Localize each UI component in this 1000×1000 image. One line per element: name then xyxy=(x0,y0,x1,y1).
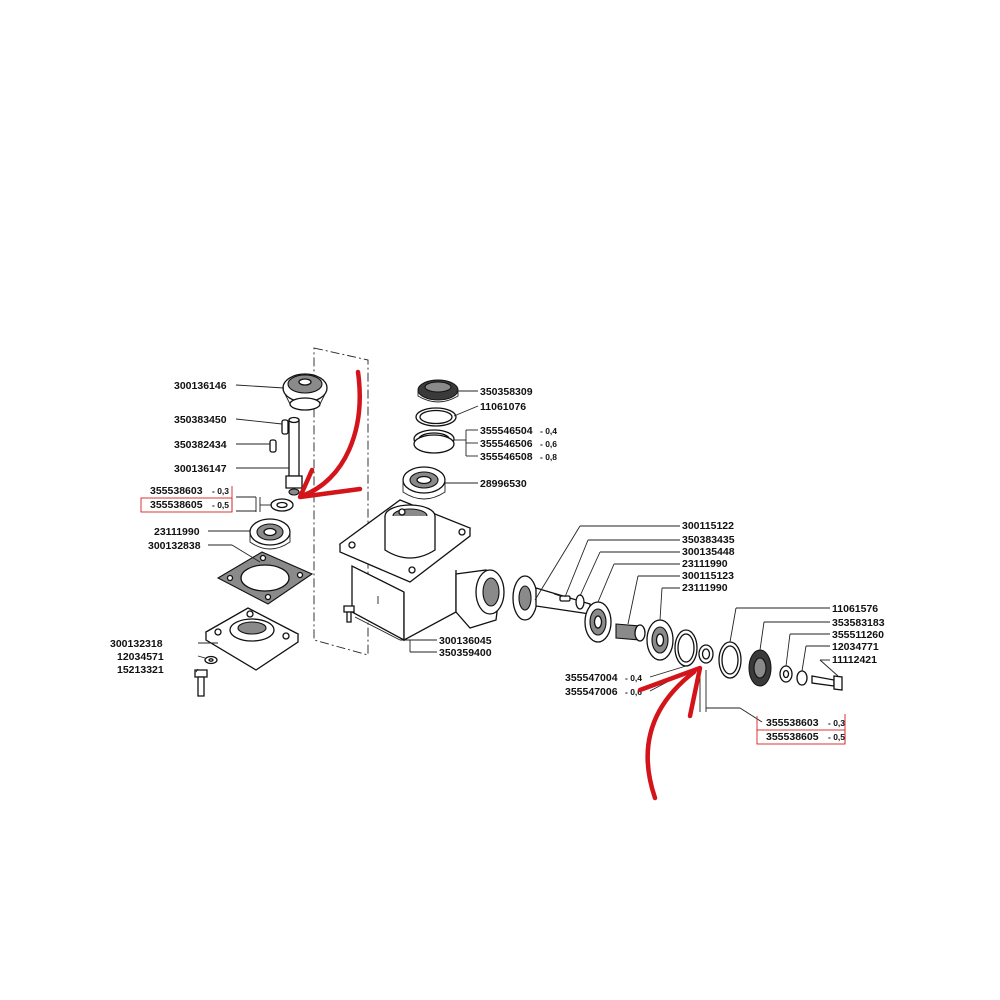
label-300136045: 300136045 xyxy=(439,635,492,647)
bolt-part-right xyxy=(811,675,843,691)
highlight-box-right-edge xyxy=(756,714,846,744)
annotation-arrow-left xyxy=(297,369,363,500)
cover-plate-part xyxy=(204,607,300,671)
label-355546504-suffix: - 0,4 xyxy=(540,426,557,436)
leader-lines xyxy=(195,384,839,723)
label-355538603-right: 355538603 xyxy=(766,717,819,729)
label-355538605-right: 355538605 xyxy=(766,731,819,743)
spacer-part-right xyxy=(575,594,585,610)
bearing-part-left xyxy=(249,518,291,550)
shim-washer-right xyxy=(698,644,714,712)
label-11061576: 11061576 xyxy=(832,603,878,615)
label-355547006-suffix: - 0,6 xyxy=(625,687,642,697)
seal-cap-part xyxy=(417,379,459,403)
label-355546504: 355546504 xyxy=(480,425,533,437)
label-300136146: 300136146 xyxy=(174,380,227,392)
bevel-gear-part xyxy=(282,373,328,411)
label-12034571: 12034571 xyxy=(117,651,164,663)
label-300135448: 300135448 xyxy=(682,546,735,558)
label-23111990-left: 23111990 xyxy=(154,526,200,538)
label-353583183: 353583183 xyxy=(832,617,885,629)
label-355538605-left-suffix: - 0,5 xyxy=(212,500,229,510)
castle-nut-part xyxy=(748,649,772,687)
label-355547004: 355547004 xyxy=(565,672,618,684)
label-350358309: 350358309 xyxy=(480,386,533,398)
snap-ring-upper xyxy=(415,407,457,427)
part-labels: 300136146 350383450 350382434 300136147 … xyxy=(110,380,885,743)
spacer-sleeve-part xyxy=(615,623,646,642)
washer-part-right xyxy=(779,665,793,683)
label-300132318: 300132318 xyxy=(110,638,163,650)
label-300115123: 300115123 xyxy=(682,570,734,582)
label-355538603-right-suffix: - 0,3 xyxy=(828,718,845,728)
pinion-shaft-part xyxy=(285,416,303,496)
label-23111990-right-1: 23111990 xyxy=(682,558,728,570)
label-300132838: 300132838 xyxy=(148,540,201,552)
annotation-arrow-right xyxy=(637,665,703,801)
highlight-boxes xyxy=(140,486,846,745)
label-355546508-suffix: - 0,8 xyxy=(540,452,557,462)
label-350382434: 350382434 xyxy=(174,439,227,451)
washer-part-left xyxy=(204,655,218,665)
gasket-part xyxy=(216,551,314,605)
label-300136147: 300136147 xyxy=(174,463,227,475)
bolt-part-left xyxy=(194,669,208,697)
label-355546506-suffix: - 0,6 xyxy=(540,439,557,449)
lock-washer-part xyxy=(796,670,808,686)
label-11061076: 11061076 xyxy=(480,401,526,413)
label-350383435: 350383435 xyxy=(682,534,735,546)
label-12034771: 12034771 xyxy=(832,641,879,653)
shim-ring-right xyxy=(674,629,698,667)
label-355511260: 355511260 xyxy=(832,629,884,641)
label-23111990-right-2: 23111990 xyxy=(682,582,728,594)
label-28996530: 28996530 xyxy=(480,478,527,490)
label-15213321: 15213321 xyxy=(117,664,164,676)
label-355547006: 355547006 xyxy=(565,686,618,698)
snap-ring-right xyxy=(718,641,742,679)
bearing-part-right-1 xyxy=(584,601,612,643)
key-part-lower xyxy=(269,439,277,453)
gearbox-housing xyxy=(338,499,505,642)
label-355538605-left: 355538605 xyxy=(150,499,203,511)
label-355538605-right-suffix: - 0,5 xyxy=(828,732,845,742)
label-355538603-left-suffix: - 0,3 xyxy=(212,486,229,496)
label-350359400: 350359400 xyxy=(439,647,492,659)
bearing-part-right-2 xyxy=(646,619,674,661)
label-11112421: 11112421 xyxy=(832,654,877,666)
bolt-part-housing xyxy=(343,605,355,623)
key-part-upper xyxy=(281,419,289,435)
shim-washer-left xyxy=(255,497,294,512)
shim-ring-set-upper xyxy=(413,429,455,454)
bearing-part-top xyxy=(402,466,446,500)
label-350383450: 350383450 xyxy=(174,414,227,426)
label-355547004-suffix: - 0,4 xyxy=(625,673,642,683)
left-assembly-frame xyxy=(313,347,369,656)
label-355546506: 355546506 xyxy=(480,438,533,450)
label-355546508: 355546508 xyxy=(480,451,533,463)
label-355538603-left: 355538603 xyxy=(150,485,203,497)
label-300115122: 300115122 xyxy=(682,520,734,532)
